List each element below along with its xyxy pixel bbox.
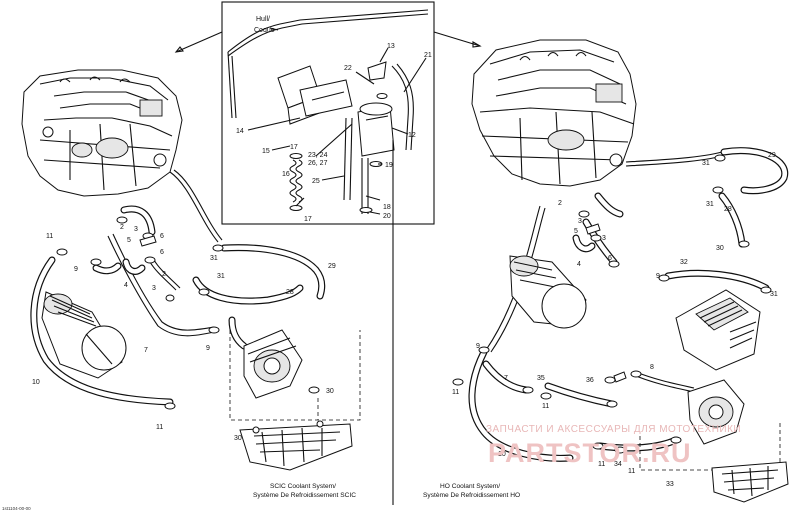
hull-label: Hull/	[256, 16, 270, 23]
callout: 15	[262, 148, 270, 155]
callout: 26, 27	[308, 160, 328, 167]
scic-pump	[243, 329, 303, 399]
callout: 30	[234, 435, 242, 442]
scic-intercooler	[41, 291, 127, 379]
callout: 4	[124, 282, 128, 289]
ho-caption-fr: Système De Refroidissement HO	[423, 492, 520, 499]
callout: 30	[716, 245, 724, 252]
coque-label: Coque	[254, 27, 275, 34]
callout: 9	[656, 273, 660, 280]
callout: 18	[383, 204, 391, 211]
inset-callouts: 13 21 22 14 12 15 17 23, 24 26, 27 19 16…	[236, 43, 432, 223]
callout: 30	[326, 388, 334, 395]
scic-clamps	[56, 216, 320, 410]
callout: 17	[304, 216, 312, 223]
reference-code: 1st1104-00-00	[2, 506, 31, 511]
scic-callouts: 2 3 5 6 11 9 4 6 31 2 3 29 31 28 7 9 10 …	[32, 224, 336, 442]
ho-airbox	[675, 289, 761, 371]
callout: 2	[162, 271, 166, 278]
callout: 7	[504, 375, 508, 382]
callout: 16	[282, 171, 290, 178]
callout: 11	[46, 233, 53, 240]
callout: 13	[387, 43, 395, 50]
watermark: ЗАПЧАСТИ И АКСЕССУАРЫ ДЛЯ МОТОТЕХНИКИ PA…	[486, 424, 741, 468]
callout: 6	[608, 255, 612, 262]
callout: 29	[768, 152, 776, 159]
ho-callouts: 29 31 31 28 30 2 3 5 3 4 6 32 9 31 9 8 3…	[452, 152, 778, 488]
callout: 14	[236, 128, 244, 135]
watermark-logo: PARTSTOR.RU	[488, 438, 692, 468]
callout: 33	[666, 481, 674, 488]
scic-caption-en: SCIC Coolant System/	[270, 483, 336, 490]
callout: 28	[286, 289, 294, 296]
callout: 3	[602, 235, 606, 242]
ho-intercooler	[509, 255, 587, 329]
callout: 10	[498, 451, 506, 458]
callout: 21	[424, 52, 432, 59]
scic-caption-fr: Système De Refroidissement SCIC	[253, 492, 356, 499]
callout: 3	[578, 218, 582, 225]
callout: 11	[542, 403, 549, 410]
ho-hoses	[468, 147, 789, 462]
callout: 7	[144, 347, 148, 354]
callout: 9	[476, 343, 480, 350]
ho-caption-en: HO Coolant System/	[440, 483, 500, 490]
callout: 9	[206, 345, 210, 352]
callout: 23, 24	[308, 152, 328, 159]
inset-detail: Hull/ Coque	[221, 1, 435, 225]
callout: 5	[574, 228, 578, 235]
callout: 22	[344, 65, 352, 72]
callout: 20	[383, 213, 391, 220]
callout: 31	[217, 273, 225, 280]
callout: 31	[210, 255, 218, 262]
callout: 5	[127, 237, 131, 244]
callout: 32	[680, 259, 688, 266]
callout: 36	[586, 377, 594, 384]
callout: 2	[120, 224, 124, 231]
callout: 25	[312, 178, 320, 185]
callout: 11	[598, 461, 605, 468]
watermark-line1: ЗАПЧАСТИ И АКСЕССУАРЫ ДЛЯ МОТОТЕХНИКИ	[486, 424, 741, 435]
callout: 2	[558, 200, 562, 207]
ho-clamps	[452, 154, 772, 454]
callout: 12	[408, 132, 416, 139]
callout: 11	[452, 389, 459, 396]
callout: 28	[724, 206, 732, 213]
scic-engine	[21, 69, 183, 197]
callout: 29	[328, 263, 336, 270]
callout: 31	[706, 201, 714, 208]
callout: 9	[74, 266, 78, 273]
callout: 17	[290, 144, 298, 151]
scic-plate	[229, 330, 361, 471]
callout: 3	[134, 226, 138, 233]
callout: 10	[32, 379, 40, 386]
callout: 11	[156, 424, 163, 431]
callout: 3	[152, 285, 156, 292]
ho-engine	[471, 39, 637, 187]
callout: 35	[537, 375, 545, 382]
callout: 4	[577, 261, 581, 268]
callout: 34	[614, 461, 622, 468]
ho-plate	[639, 420, 789, 503]
callout: 11	[628, 468, 635, 475]
callout: 6	[160, 233, 164, 240]
callout: 31	[702, 160, 710, 167]
callout: 19	[385, 162, 393, 169]
callout: 6	[160, 249, 164, 256]
callout: 8	[650, 364, 654, 371]
ho-pump	[687, 379, 745, 445]
callout: 31	[770, 291, 778, 298]
